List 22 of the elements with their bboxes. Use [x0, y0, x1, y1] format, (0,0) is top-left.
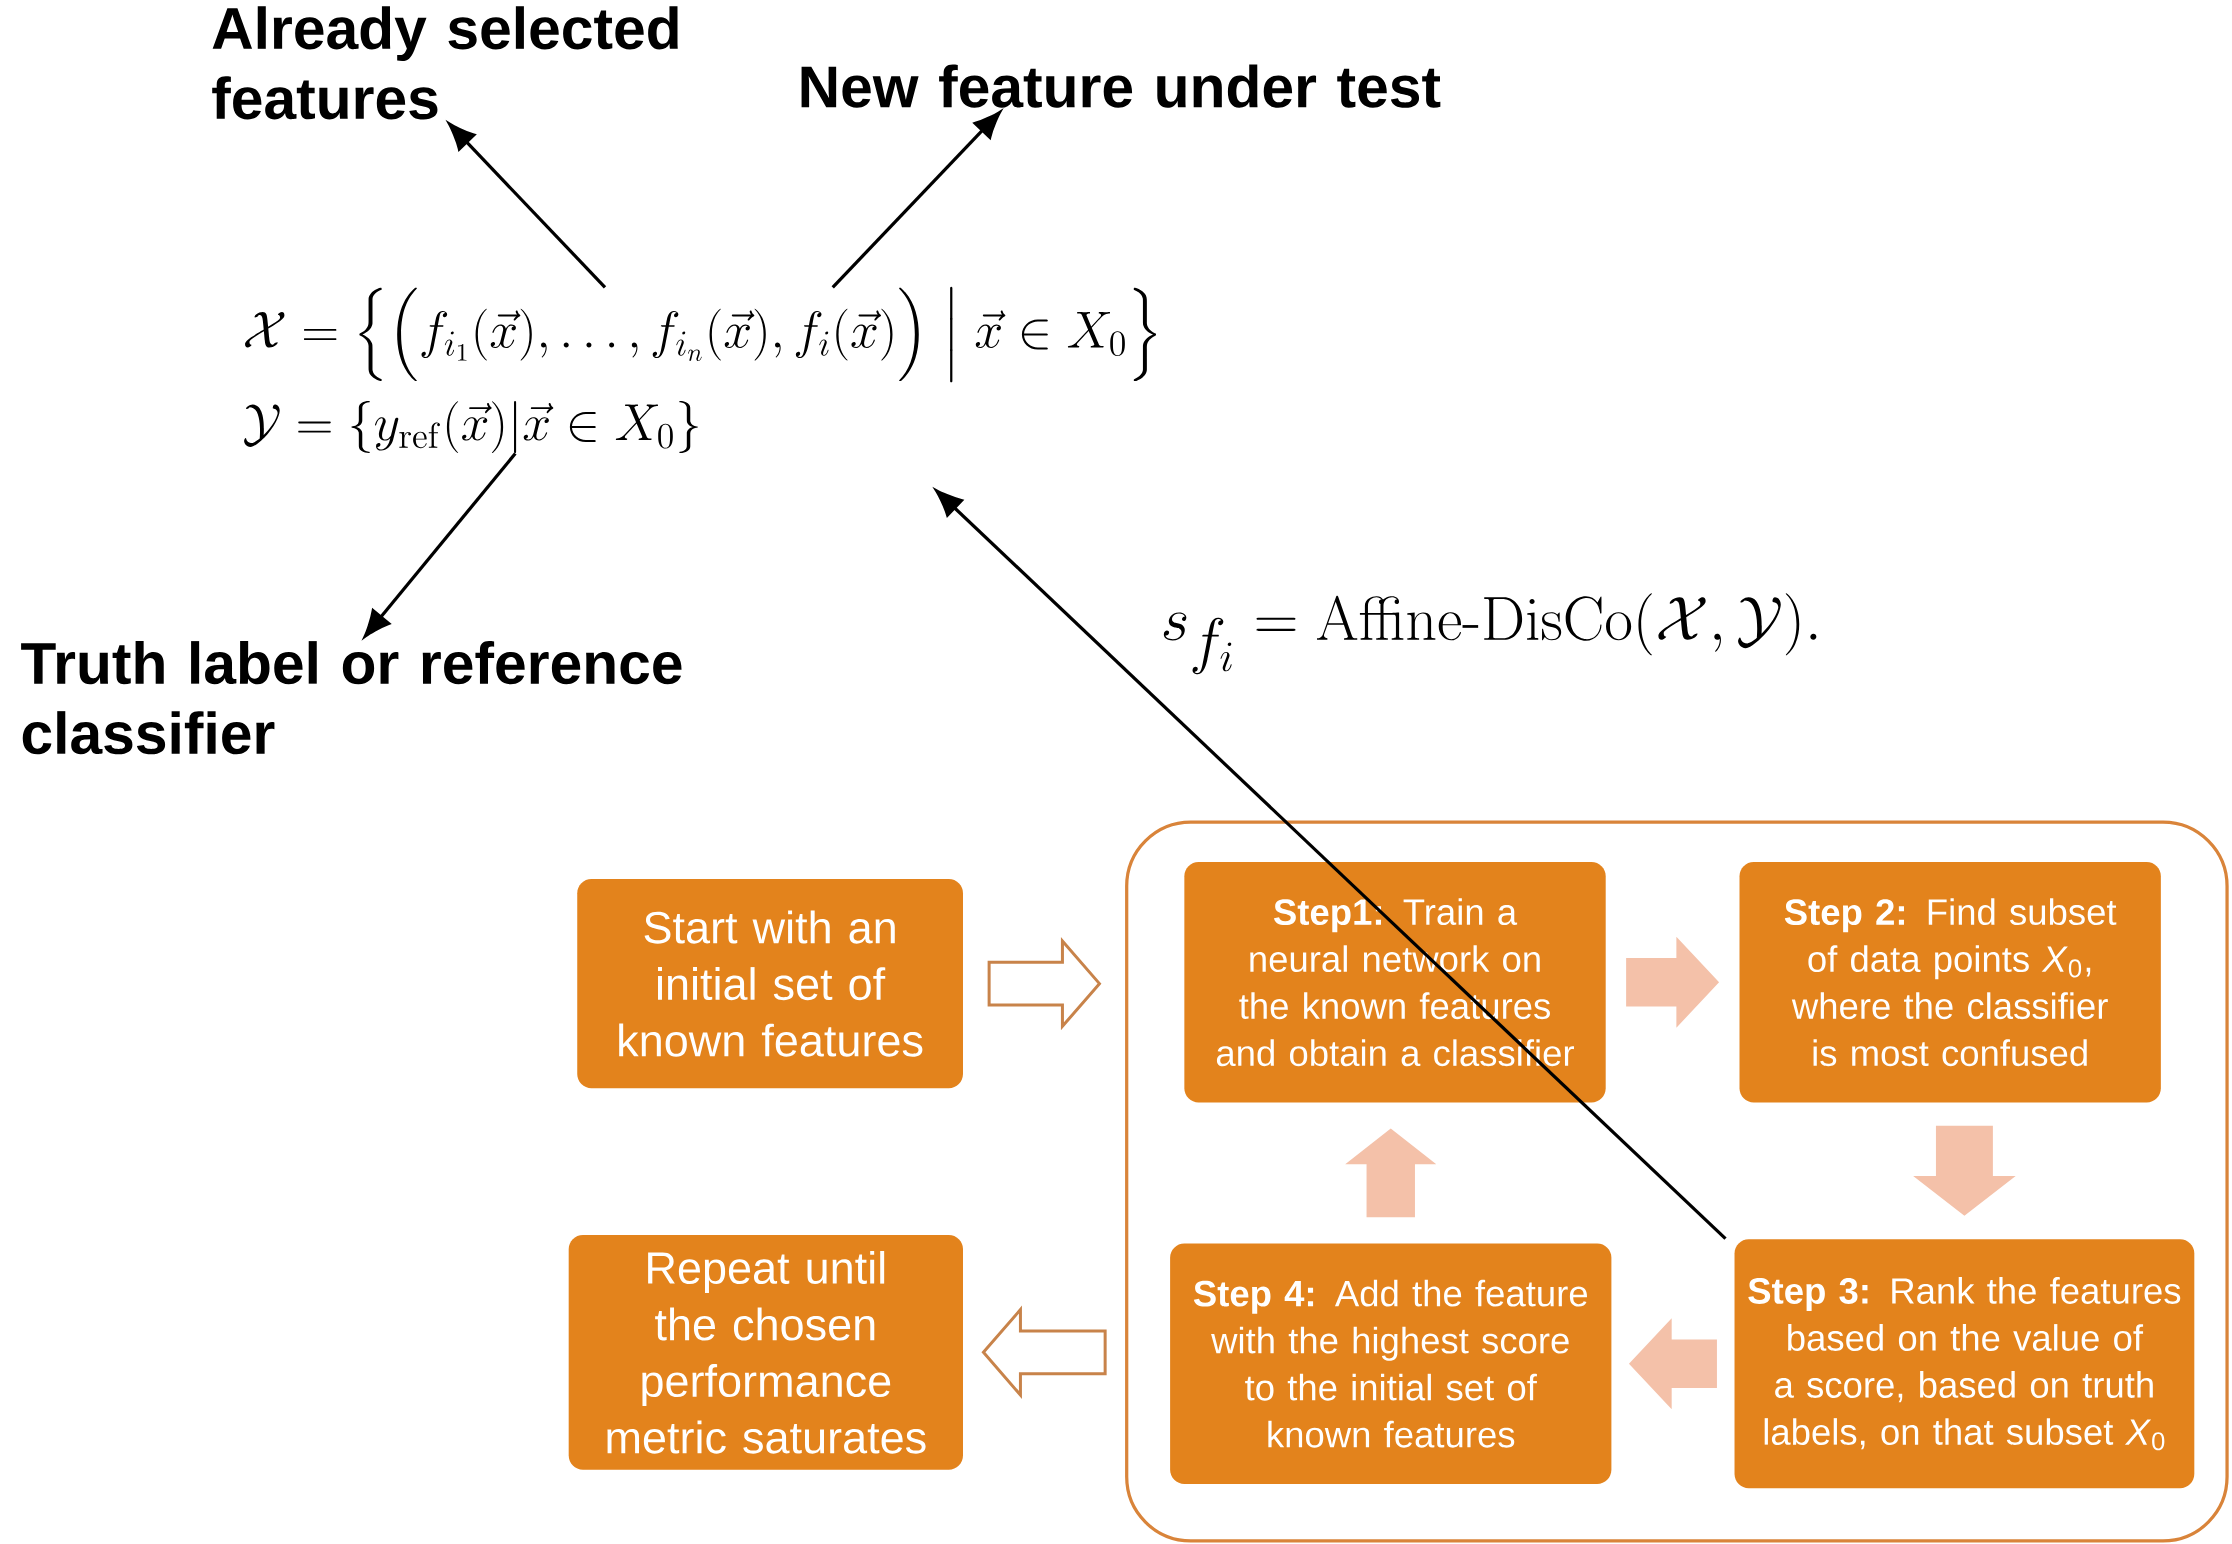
block-arrow: [1345, 1128, 1437, 1218]
block-arrow: [1913, 1125, 2016, 1216]
arrow: [831, 110, 1001, 289]
process-box: Step 2: Find subset of data points X$_{0}$, where the classifier is most confused: [1739, 861, 2161, 1103]
block-arrow: [987, 936, 1102, 1031]
loop-frame: [1125, 820, 2229, 1543]
callout-text: Truth label or reference classifier: [21, 640, 682, 755]
process-box: Repeat until the chosen performance metric saturates: [568, 1234, 963, 1470]
block-arrow: [1628, 1317, 1717, 1409]
arrow: [363, 452, 517, 638]
equation: $s_{f_i}=\operatorname{Affine-DisCo}(\mathcal{X},\mathcal{Y}).$: [1163, 593, 1817, 675]
callout-text: New feature under test: [801, 64, 1441, 108]
equation: $\mathcal{X}=\Bigl\{\Bigl(f_{i_1}(\vec{x}),\dots,f_{i_n}(\vec{x}),f_i(\vec{x})\Bigr)\Bigm|\vec{x}\in X_0\Bigr\}$: [245, 286, 1156, 383]
arrow: [448, 122, 607, 289]
process-box: Step 3: Rank the features based on the value of a score, based on truth labels, on that subset X$_{0}$: [1734, 1238, 2195, 1489]
process-box: Step 4: Add the feature with the highest score to the initial set of known features: [1170, 1243, 1612, 1484]
block-arrow: [1626, 936, 1720, 1028]
process-box: Start with an initial set of known features: [577, 878, 963, 1089]
arrow: [935, 489, 1727, 1240]
equation: $\mathcal{Y}=\{y_{\mathrm{ref}}(\vec{x})|\vec{x}\in X_0\}$: [244, 400, 698, 453]
callout-text: Already selected features: [212, 6, 678, 120]
block-arrow: [981, 1305, 1107, 1399]
